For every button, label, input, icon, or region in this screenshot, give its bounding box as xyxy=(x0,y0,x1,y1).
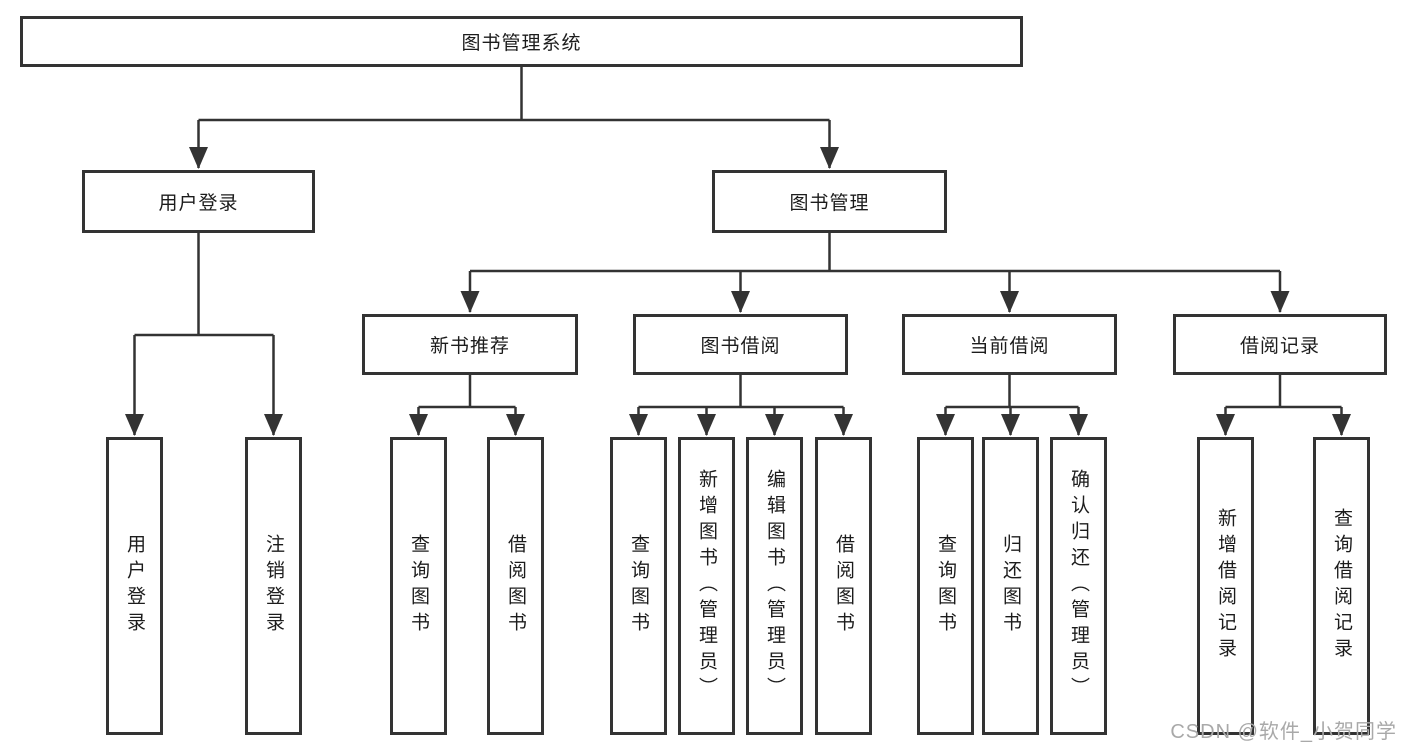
node-label: 确认归还（管理员） xyxy=(1068,469,1089,703)
node-label: 新书推荐 xyxy=(429,336,510,357)
leaf-borrow-query-book: 查询图书 xyxy=(610,437,667,735)
leaf-current-query-book: 查询图书 xyxy=(917,437,974,735)
node-borrow-record: 借阅记录 xyxy=(1173,314,1387,375)
connector-book-borrow-children xyxy=(629,375,853,436)
node-label: 查询图书 xyxy=(628,534,649,638)
node-label: 图书借阅 xyxy=(700,336,781,357)
leaf-borrow-add-book-admin: 新增图书（管理员） xyxy=(678,437,735,735)
node-label: 新增借阅记录 xyxy=(1215,508,1236,664)
node-label: 用户登录 xyxy=(158,193,239,214)
connector-book-mgmt-to-level3 xyxy=(460,233,1290,313)
connector-borrow-record-children xyxy=(1216,375,1351,436)
leaf-record-add-record: 新增借阅记录 xyxy=(1197,437,1254,735)
node-book-borrow: 图书借阅 xyxy=(633,314,848,375)
csdn-watermark: CSDN @软件_小贺同学 xyxy=(1170,721,1397,743)
node-book-management: 图书管理 xyxy=(712,170,947,233)
node-label: 借阅图书 xyxy=(833,534,854,638)
node-label: 借阅图书 xyxy=(505,534,526,638)
leaf-record-query-record: 查询借阅记录 xyxy=(1313,437,1370,735)
node-new-book-recommend: 新书推荐 xyxy=(362,314,578,375)
node-label: 归还图书 xyxy=(1000,534,1021,638)
connector-user-login-children xyxy=(125,233,283,436)
leaf-newbook-query-book: 查询图书 xyxy=(390,437,447,735)
leaf-logout-login: 注销登录 xyxy=(245,437,302,735)
connector-root-to-level2 xyxy=(189,67,839,169)
leaf-borrow-edit-book-admin: 编辑图书（管理员） xyxy=(746,437,803,735)
connector-new-book-children xyxy=(409,375,525,436)
node-label: 图书管理系统 xyxy=(461,33,582,54)
node-root-library-system: 图书管理系统 xyxy=(20,16,1023,67)
node-label: 查询图书 xyxy=(408,534,429,638)
leaf-current-confirm-return-admin: 确认归还（管理员） xyxy=(1050,437,1107,735)
leaf-current-return-book: 归还图书 xyxy=(982,437,1039,735)
leaf-user-login: 用户登录 xyxy=(106,437,163,735)
node-label: 查询图书 xyxy=(935,534,956,638)
node-label: 图书管理 xyxy=(789,193,870,214)
node-current-borrow: 当前借阅 xyxy=(902,314,1117,375)
connector-current-borrow-children xyxy=(936,375,1088,436)
node-user-login: 用户登录 xyxy=(82,170,315,233)
node-label: 编辑图书（管理员） xyxy=(764,469,785,703)
node-label: 查询借阅记录 xyxy=(1331,508,1352,664)
leaf-newbook-borrow-book: 借阅图书 xyxy=(487,437,544,735)
node-label: 当前借阅 xyxy=(969,336,1050,357)
node-label: 新增图书（管理员） xyxy=(696,469,717,703)
node-label: 用户登录 xyxy=(124,534,145,638)
node-label: 注销登录 xyxy=(263,534,284,638)
node-label: 借阅记录 xyxy=(1239,336,1320,357)
leaf-borrow-borrow-book: 借阅图书 xyxy=(815,437,872,735)
